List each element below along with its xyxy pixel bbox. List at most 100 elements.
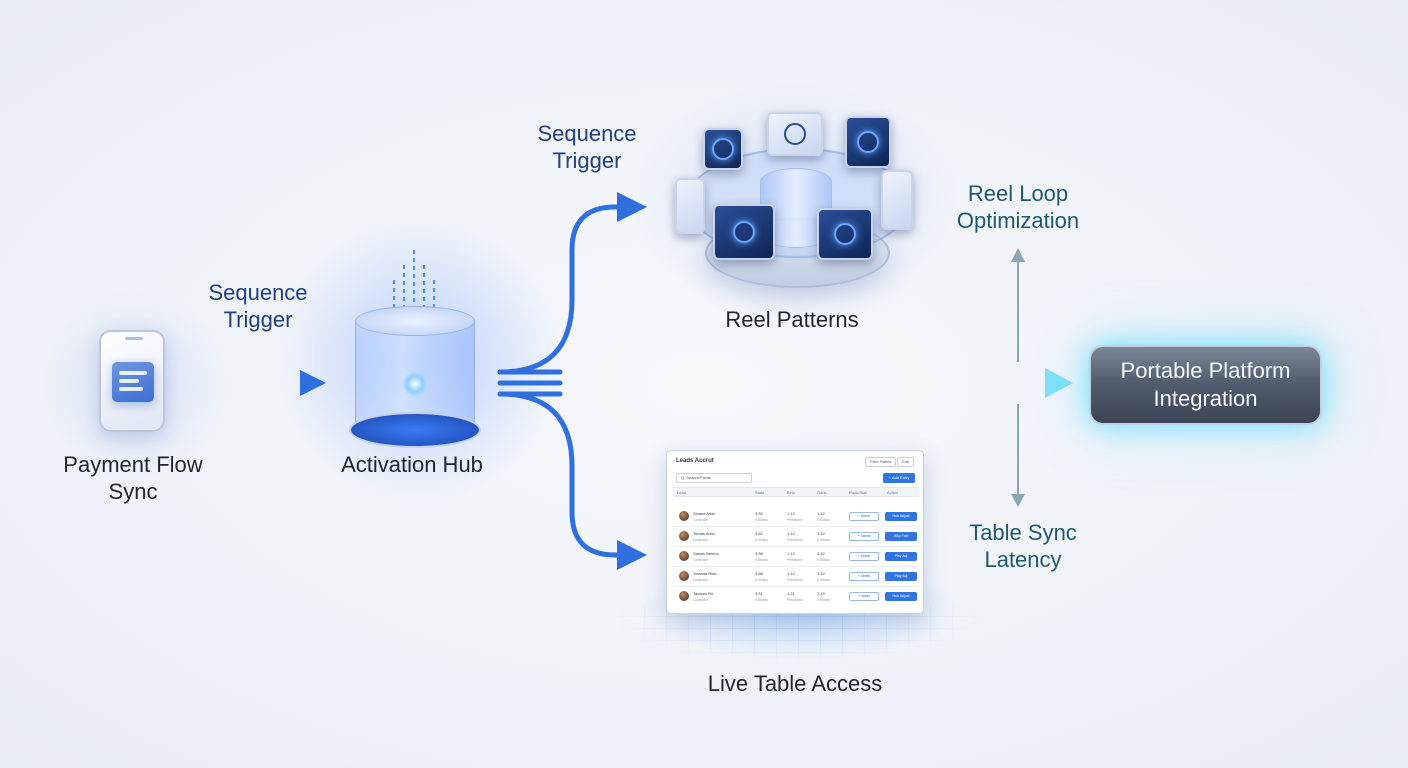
table-sync-line1: Table Sync [969,520,1077,545]
table-sync-label: Table Sync Latency [940,519,1106,573]
arrow-hub-to-platform [557,368,1073,398]
column-header: Action [887,490,899,495]
reel-panel [713,204,775,260]
hub-output-stubs [497,369,563,397]
row-cell: 2.43 [817,591,825,596]
link-table-sync [1011,404,1025,507]
payment-flow-label: Payment Flow Sync [45,451,221,505]
live-table-dashboard: Leads Accrut Filter Ratios Edit Q: Searc… [666,450,924,614]
dashboard-add-button[interactable]: + Add Entry [883,473,915,483]
live-table-label: Live Table Access [675,670,915,697]
dashboard-search-field[interactable]: Q: Search Fields [676,473,752,483]
dashboard-edit-button[interactable]: Edit [897,457,914,467]
row-cell: 1.21 [787,591,795,596]
row-subtitle: Controller [693,558,709,562]
trigger-top-line2: Trigger [552,148,622,173]
phone-notch [125,337,143,340]
trigger-top-line1: Sequence [537,121,637,146]
reel-loop-label: Reel Loop Optimization [930,180,1106,234]
arrow-hub-to-table [497,391,647,570]
row-cell-sub: Premiums [787,578,803,582]
reel-loop-line1: Reel Loop [967,181,1069,206]
row-cell: 3.52 [755,531,763,536]
table-grid-floor [600,605,990,665]
row-cell: 1.12 [787,551,795,556]
row-subtitle: Controller [693,598,709,602]
row-cell-sub: 0.50/sec [755,598,769,602]
row-tag-button[interactable]: + Drafts [849,572,879,581]
column-header: Stats [755,490,765,495]
table-row: Tavares Ro Controller 3.51 0.50/sec 1.21… [673,587,919,607]
payment-phone-icon [99,330,165,432]
column-header: Odds [817,490,827,495]
row-cell: 1.12 [817,511,825,516]
column-header: Lead [677,490,686,495]
row-cell: 1.12 [817,531,825,536]
reel-carousel-icon [665,108,925,288]
reel-panel [817,208,873,260]
activation-hub-icon [345,250,485,450]
row-name: Yolanda Ries [693,571,717,576]
table-row: Yolanda Ries Controller 3.58 0.50/sec 1.… [673,567,919,587]
dashboard-title: Leads Accrut [676,458,714,464]
table-row: Slavek Benton Controller 3.58 0.50/sec 1… [673,547,919,567]
arrow-payment-to-hub [211,370,326,396]
row-cell: 1.12 [817,571,825,576]
sequence-trigger-label-top: Sequence Trigger [512,120,662,174]
hub-cylinder-base [349,412,481,448]
trigger-left-line1: Sequence [208,280,308,305]
row-cell-sub: 0.50/sec [817,598,831,602]
reel-panel [845,116,891,168]
dashboard-table-header: Lead Stats Bets Odds Rank/Stat Action [673,487,919,497]
row-tag-button[interactable]: + Tabnts [849,532,879,541]
row-action-button[interactable]: Hub Adjust [885,512,917,521]
row-cell-sub: 0.50/sec [817,518,831,522]
row-subtitle: Controller [693,538,709,542]
row-cell: 3.58 [755,551,763,556]
row-action-button[interactable]: Hub Adjust [885,592,917,601]
row-cell-sub: 0.50/sec [755,518,769,522]
payment-label-line2: Sync [108,479,158,504]
row-action-button[interactable]: Play Adj [885,572,917,581]
activation-hub-label: Activation Hub [322,451,502,478]
hub-cylinder-top [355,306,475,336]
avatar [679,511,689,521]
payment-card-icon [112,362,154,402]
reel-panel [767,112,823,156]
row-cell-sub: Premiums [787,558,803,562]
reel-panel [675,178,705,234]
row-cell-sub: Premiums [787,598,803,602]
row-tag-button[interactable]: + Drafts [849,552,879,561]
row-tag-button[interactable]: + Alarts [849,592,879,601]
row-action-button[interactable]: Why Fwd [885,532,917,541]
row-cell-sub: Premiums [787,518,803,522]
row-subtitle: Controller [693,518,709,522]
row-tag-button[interactable]: + Alarm [849,512,879,521]
column-header: Rank/Stat [849,490,867,495]
table-sync-line2: Latency [984,547,1062,572]
avatar [679,591,689,601]
row-cell: 1.12 [787,571,795,576]
row-cell-sub: 0.50/sec [817,558,831,562]
platform-label-line1: Portable Platform [1120,358,1291,383]
hub-core-glow [403,372,427,396]
avatar [679,531,689,541]
dashboard-filter-button[interactable]: Filter Ratios [865,457,897,467]
trigger-left-line2: Trigger [223,307,293,332]
payment-label-line1: Payment Flow [63,452,203,477]
reel-label-text: Reel Patterns [725,307,859,332]
row-cell-sub: 0.50/sec [755,538,769,542]
avatar [679,551,689,561]
row-name: Tavares Ro [693,591,714,596]
link-reel-loop [1011,248,1025,362]
row-name: Slavek Benton [693,551,719,556]
row-action-button[interactable]: Play Adj [885,552,917,561]
table-row: Tomas Arkin Controller 3.52 0.50/sec 1.1… [673,527,919,547]
table-row: Sloane Arkin Controller 3.52 0.50/sec 1.… [673,507,919,527]
row-cell-sub: 0.50/sec [755,558,769,562]
reel-loop-line2: Optimization [956,208,1080,233]
portable-platform-node[interactable]: Portable Platform Integration [1089,345,1322,425]
column-header: Bets [787,490,796,495]
reel-patterns-label: Reel Patterns [692,306,892,333]
live-table-label-text: Live Table Access [707,671,883,696]
